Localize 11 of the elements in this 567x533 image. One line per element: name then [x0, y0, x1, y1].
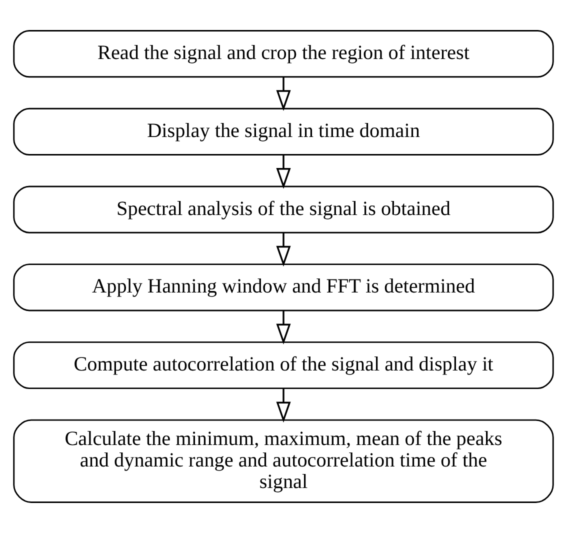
arrow — [276, 310, 291, 345]
node-box: Display the signal in time domain — [13, 108, 554, 156]
node-box: Calculate the minimum, maximum, mean of the peaks and dynamic range and autocorrelation time of the signal — [13, 419, 554, 503]
arrow — [276, 154, 291, 189]
node-box: Read the signal and crop the region of interest — [13, 30, 554, 78]
arrow — [276, 388, 291, 423]
node-box: Apply Hanning window and FFT is determined — [13, 264, 554, 312]
arrow — [276, 76, 291, 111]
node-box: Compute autocorrelation of the signal and display it — [13, 341, 554, 390]
arrow — [276, 232, 291, 267]
node-box: Spectral analysis of the signal is obtained — [13, 186, 554, 234]
